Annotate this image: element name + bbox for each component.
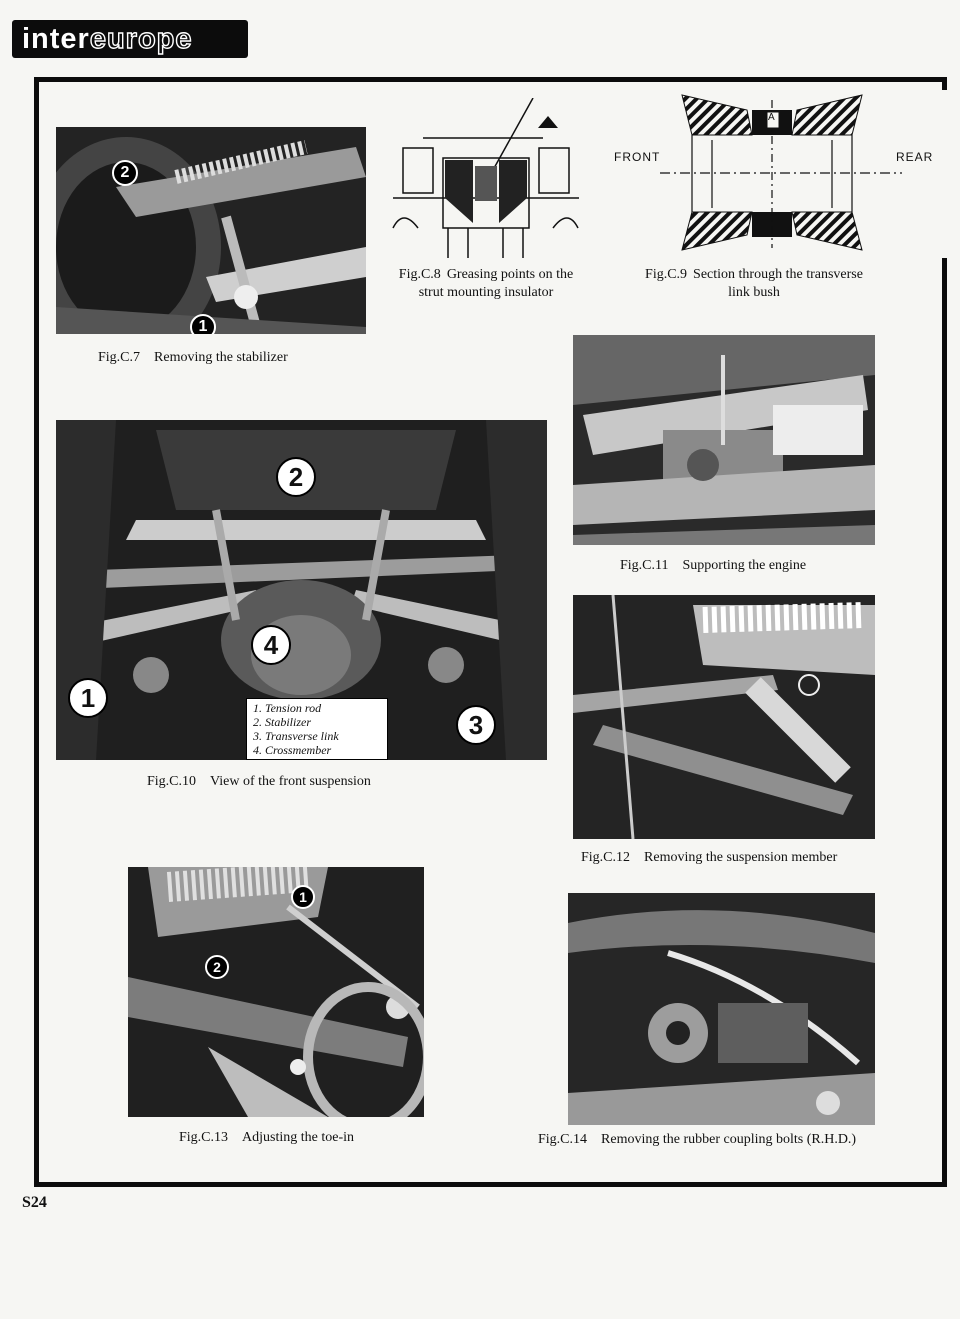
fig-c10-caption-text: View of the front suspension <box>210 774 371 789</box>
fig-c14-caption-text: Removing the rubber coupling bolts (R.H.… <box>601 1132 857 1147</box>
fig-c7-callout-2: 2 <box>112 160 138 186</box>
fig-c9-caption-line1: Section through the transverse <box>693 267 863 282</box>
page-frame <box>34 77 947 1187</box>
fig-c10-legend-item: 3. Transverse link <box>253 729 339 743</box>
brand-logo-right: europe <box>89 22 193 55</box>
fig-c10-legend-item: 2. Stabilizer <box>253 715 312 729</box>
fig-c7-number: Fig.C.7 <box>98 350 141 365</box>
fig-c14-photo <box>568 893 875 1125</box>
fig-c12-number: Fig.C.12 <box>581 850 631 865</box>
fig-c8-caption: Fig.C.8 Greasing points on the strut moun… <box>380 266 592 302</box>
fig-c9-number: Fig.C.9 <box>645 267 688 282</box>
fig-c9-drawing: A FRONT REAR <box>612 90 948 258</box>
fig-c8-drawing <box>373 98 599 260</box>
fig-c11-caption-text: Supporting the engine <box>682 558 807 573</box>
fig-c13-number: Fig.C.13 <box>179 1130 229 1145</box>
fig-c9-label-rear: REAR <box>896 150 934 164</box>
fig-c8-number: Fig.C.8 <box>398 267 441 282</box>
fig-c13-caption: Fig.C.13 Adjusting the toe-in <box>179 1129 354 1147</box>
fig-c10-callout-4: 4 <box>251 625 291 665</box>
fig-c8-caption-line1: Greasing points on the <box>446 267 574 282</box>
fig-c14-caption: Fig.C.14 Removing the rubber coupling bol… <box>538 1131 856 1149</box>
fig-c11-caption: Fig.C.11 Supporting the engine <box>620 557 806 575</box>
fig-c12-caption: Fig.C.12 Removing the suspension member <box>581 849 837 867</box>
fig-c12-photo <box>573 595 875 839</box>
fig-c10-photo: 2 4 1 3 1. Tension rod 2. Stabilizer 3. … <box>56 420 547 760</box>
fig-c13-caption-text: Adjusting the toe-in <box>242 1130 355 1145</box>
fig-c10-legend: 1. Tension rod 2. Stabilizer 3. Transver… <box>246 698 388 760</box>
fig-c12-caption-text: Removing the suspension member <box>644 850 838 865</box>
fig-c7-callout-1: 1 <box>190 314 216 334</box>
fig-c10-caption: Fig.C.10 View of the front suspension <box>147 773 371 791</box>
fig-c13-callout-2: 2 <box>205 955 229 979</box>
fig-c7-caption: Fig.C.7 Removing the stabilizer <box>98 349 288 367</box>
fig-c9-label-a: A <box>768 112 776 123</box>
fig-c13-photo: 1 2 <box>128 867 424 1117</box>
fig-c13-callout-1: 1 <box>291 885 315 909</box>
fig-c11-photo <box>573 335 875 545</box>
brand-logo-left: inter <box>22 22 90 55</box>
fig-c8-caption-line2: strut mounting insulator <box>418 285 554 300</box>
fig-c9-caption: Fig.C.9 Section through the transverse li… <box>618 266 890 302</box>
fig-c9-caption-line2: link bush <box>728 285 780 300</box>
fig-c9-label-front: FRONT <box>614 150 661 164</box>
fig-c7-photo: 2 1 <box>56 127 366 334</box>
fig-c14-number: Fig.C.14 <box>538 1132 588 1147</box>
fig-c7-caption-text: Removing the stabilizer <box>154 350 288 365</box>
fig-c10-legend-item: 4. Crossmember <box>253 743 332 757</box>
fig-c10-callout-2: 2 <box>276 457 316 497</box>
page-number: S24 <box>22 1194 47 1211</box>
fig-c10-callout-3: 3 <box>456 705 496 745</box>
fig-c10-callout-1: 1 <box>68 678 108 718</box>
fig-c10-number: Fig.C.10 <box>147 774 197 789</box>
fig-c10-legend-item: 1. Tension rod <box>253 701 322 715</box>
fig-c11-number: Fig.C.11 <box>620 558 669 573</box>
